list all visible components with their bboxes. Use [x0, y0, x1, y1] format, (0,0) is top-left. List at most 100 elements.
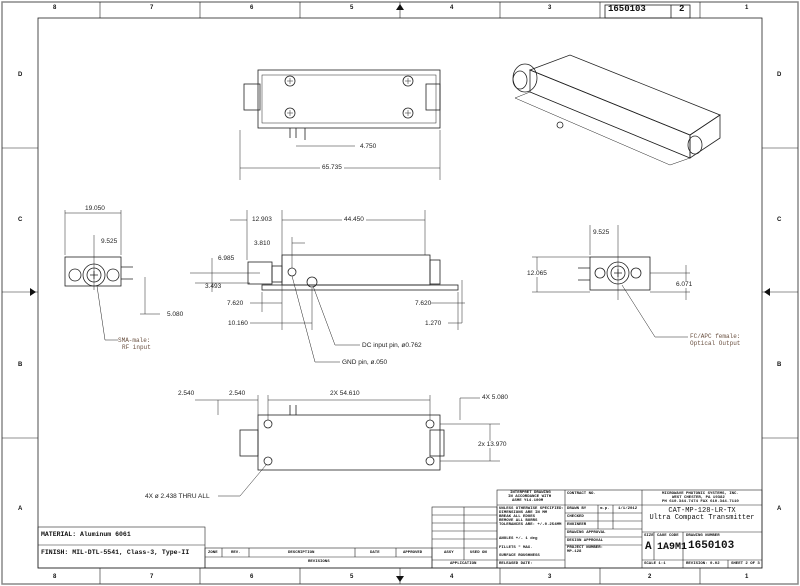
dim-left-width: 19.050 [83, 205, 107, 212]
dim-right-center: 9.525 [593, 229, 610, 236]
zone-row-b: B [18, 362, 23, 368]
zone-col-6-bottom: 6 [250, 574, 254, 580]
inner-border [37, 17, 763, 569]
front-view [190, 210, 465, 363]
project-number-label: PROJECT NUMBER: [567, 546, 604, 550]
drawn-by: m.p. [600, 507, 610, 511]
scale: SCALE 1:1 [644, 562, 666, 566]
zone-row-a: A [18, 506, 23, 512]
zone-row-c: C [18, 217, 23, 223]
dim-left-center: 9.525 [101, 238, 118, 245]
zone-col-5: 5 [350, 5, 354, 11]
zone-col-8-bottom: 8 [53, 574, 57, 580]
zone-col-8: 8 [53, 5, 57, 11]
zone-col-5-bottom: 5 [350, 574, 354, 580]
fillets-note: FILLETS " MAX. [499, 546, 533, 550]
sheet-of: SHEET 2 OF 3 [731, 562, 760, 566]
left-end-view [64, 210, 160, 341]
dim-height1: 6.985 [218, 255, 235, 262]
bottom-view [195, 395, 500, 497]
dim-hole-spacing: 2X 54.610 [330, 390, 360, 397]
company-address: WEST CHESTER, PA 19382 [672, 496, 725, 500]
design-approval-label: DESIGN APPROVAL [567, 539, 604, 543]
surface-note: SURFACE ROUGHNESS [499, 554, 540, 558]
dim-connector-length: 12.903 [252, 216, 272, 223]
interpret-line2: IN ACCORDANCE WITH [508, 495, 552, 499]
zone-col-7: 7 [150, 5, 154, 11]
company-phone: PH 610.344.7474 FAX 610.344.7110 [662, 500, 739, 504]
zone-col-6: 6 [250, 5, 254, 11]
zone-col-3-bottom: 3 [548, 574, 552, 580]
dc-input-pin-callout: DC input pin, ø0.762 [362, 342, 422, 349]
size-value: A [645, 541, 652, 553]
released-date: RELEASED DATE: [499, 562, 533, 566]
rev-header-description: DESCRIPTION [288, 551, 315, 555]
zone-col-1: 1 [745, 5, 749, 11]
app-header-used-on: USED ON [470, 551, 487, 555]
dim-right-axis-height: 6.071 [676, 281, 693, 288]
zone-col-4-bottom: 4 [450, 574, 454, 580]
angles-note: ANGLES +/- 1 deg [499, 537, 538, 541]
zone-col-4: 4 [450, 5, 454, 11]
interpret-line1: INTERPRET DRAWING [510, 491, 551, 495]
dim-right-height: 12.065 [527, 270, 547, 277]
dim-flange-left: 7.620 [227, 300, 244, 307]
rev-header-date: DATE [370, 551, 380, 555]
dim-pin-x: 3.810 [254, 240, 271, 247]
corner-sheet-number: 2 [679, 4, 685, 14]
dim-hole-spacing-y: 2x 13.970 [478, 441, 507, 448]
zone-row-c-right: C [777, 217, 782, 223]
gnd-pin-callout: GND pin, ø.050 [342, 359, 388, 366]
sma-callout-line1: SMA-male: [118, 337, 151, 344]
unless-line4: REMOVE ALL BURRS [499, 519, 538, 523]
dim-edge2: 2.540 [229, 390, 246, 397]
zone-row-b-right: B [777, 362, 782, 368]
revisions-title: REVISIONS [308, 560, 330, 564]
app-header-assy: ASSY [444, 551, 454, 555]
size-label: SIZE [644, 534, 654, 538]
project-number: MP-128 [567, 550, 582, 554]
fcapc-callout-line2: Optical Output [690, 340, 741, 347]
material-label: MATERIAL: Aluminum 6061 [41, 531, 131, 538]
dim-height2: 3.493 [205, 283, 222, 290]
zone-col-1-bottom: 1 [745, 574, 749, 580]
unless-line3: BREAK ALL EDGES [499, 515, 536, 519]
zone-row-d-right: D [777, 72, 782, 78]
unless-line1: UNLESS OTHERWISE SPECIFIED: [499, 507, 564, 511]
unless-line5: TOLERANCES ARE: +/-0.254MM [499, 523, 562, 527]
drawn-by-label: DRAWN BY [567, 507, 587, 511]
unless-line2: DIMENSIONS ARE IN MM [499, 511, 548, 515]
drawing-title: Ultra Compact Transmitter [649, 514, 755, 522]
corner-number-box [604, 4, 691, 19]
zone-col-7-bottom: 7 [150, 574, 154, 580]
fcapc-callout-line1: FC/APC female: [690, 333, 741, 340]
rev-header-approved: APPROVED [403, 551, 423, 555]
dim-flange-right: 7.620 [415, 300, 432, 307]
company-name: MICROWAVE PHOTONIC SYSTEMS, INC. [662, 492, 739, 496]
cage-code: 1A9M1 [657, 542, 688, 553]
dim-pin-offset: 4.750 [360, 143, 377, 150]
cage-code-label: CAGE CODE [657, 534, 679, 538]
centering-arrows [30, 4, 770, 582]
title-block-lines [37, 489, 763, 569]
part-number: CAT-MP-128-LR-TX [668, 507, 736, 515]
dim-slot: 4X 5.080 [482, 394, 509, 401]
right-end-view [532, 225, 690, 338]
drawing-number: 1650103 [688, 540, 735, 552]
zone-row-a-right: A [777, 506, 782, 512]
corner-drawing-number: 1650103 [608, 4, 646, 14]
drawing-approval-label: DRAWING APPROVAL [567, 531, 606, 535]
sma-callout-line2: RF input [122, 344, 151, 351]
drawn-date: 1/1/2012 [618, 507, 638, 511]
dim-left-pin-height: 5.080 [167, 311, 184, 318]
dim-overall-length: 65.735 [320, 164, 344, 171]
isometric-view [512, 54, 721, 166]
checked-label: CHECKED [567, 515, 584, 519]
application-title: APPLICATION [450, 562, 477, 566]
zone-col-2-bottom: 2 [648, 574, 652, 580]
dim-body-length: 44.450 [342, 216, 366, 223]
thru-hole-callout: 4X ø 2.438 THRU ALL [145, 493, 210, 500]
rev-header-zone: ZONE [208, 551, 218, 555]
contract-no: CONTRACT NO. [567, 492, 596, 496]
